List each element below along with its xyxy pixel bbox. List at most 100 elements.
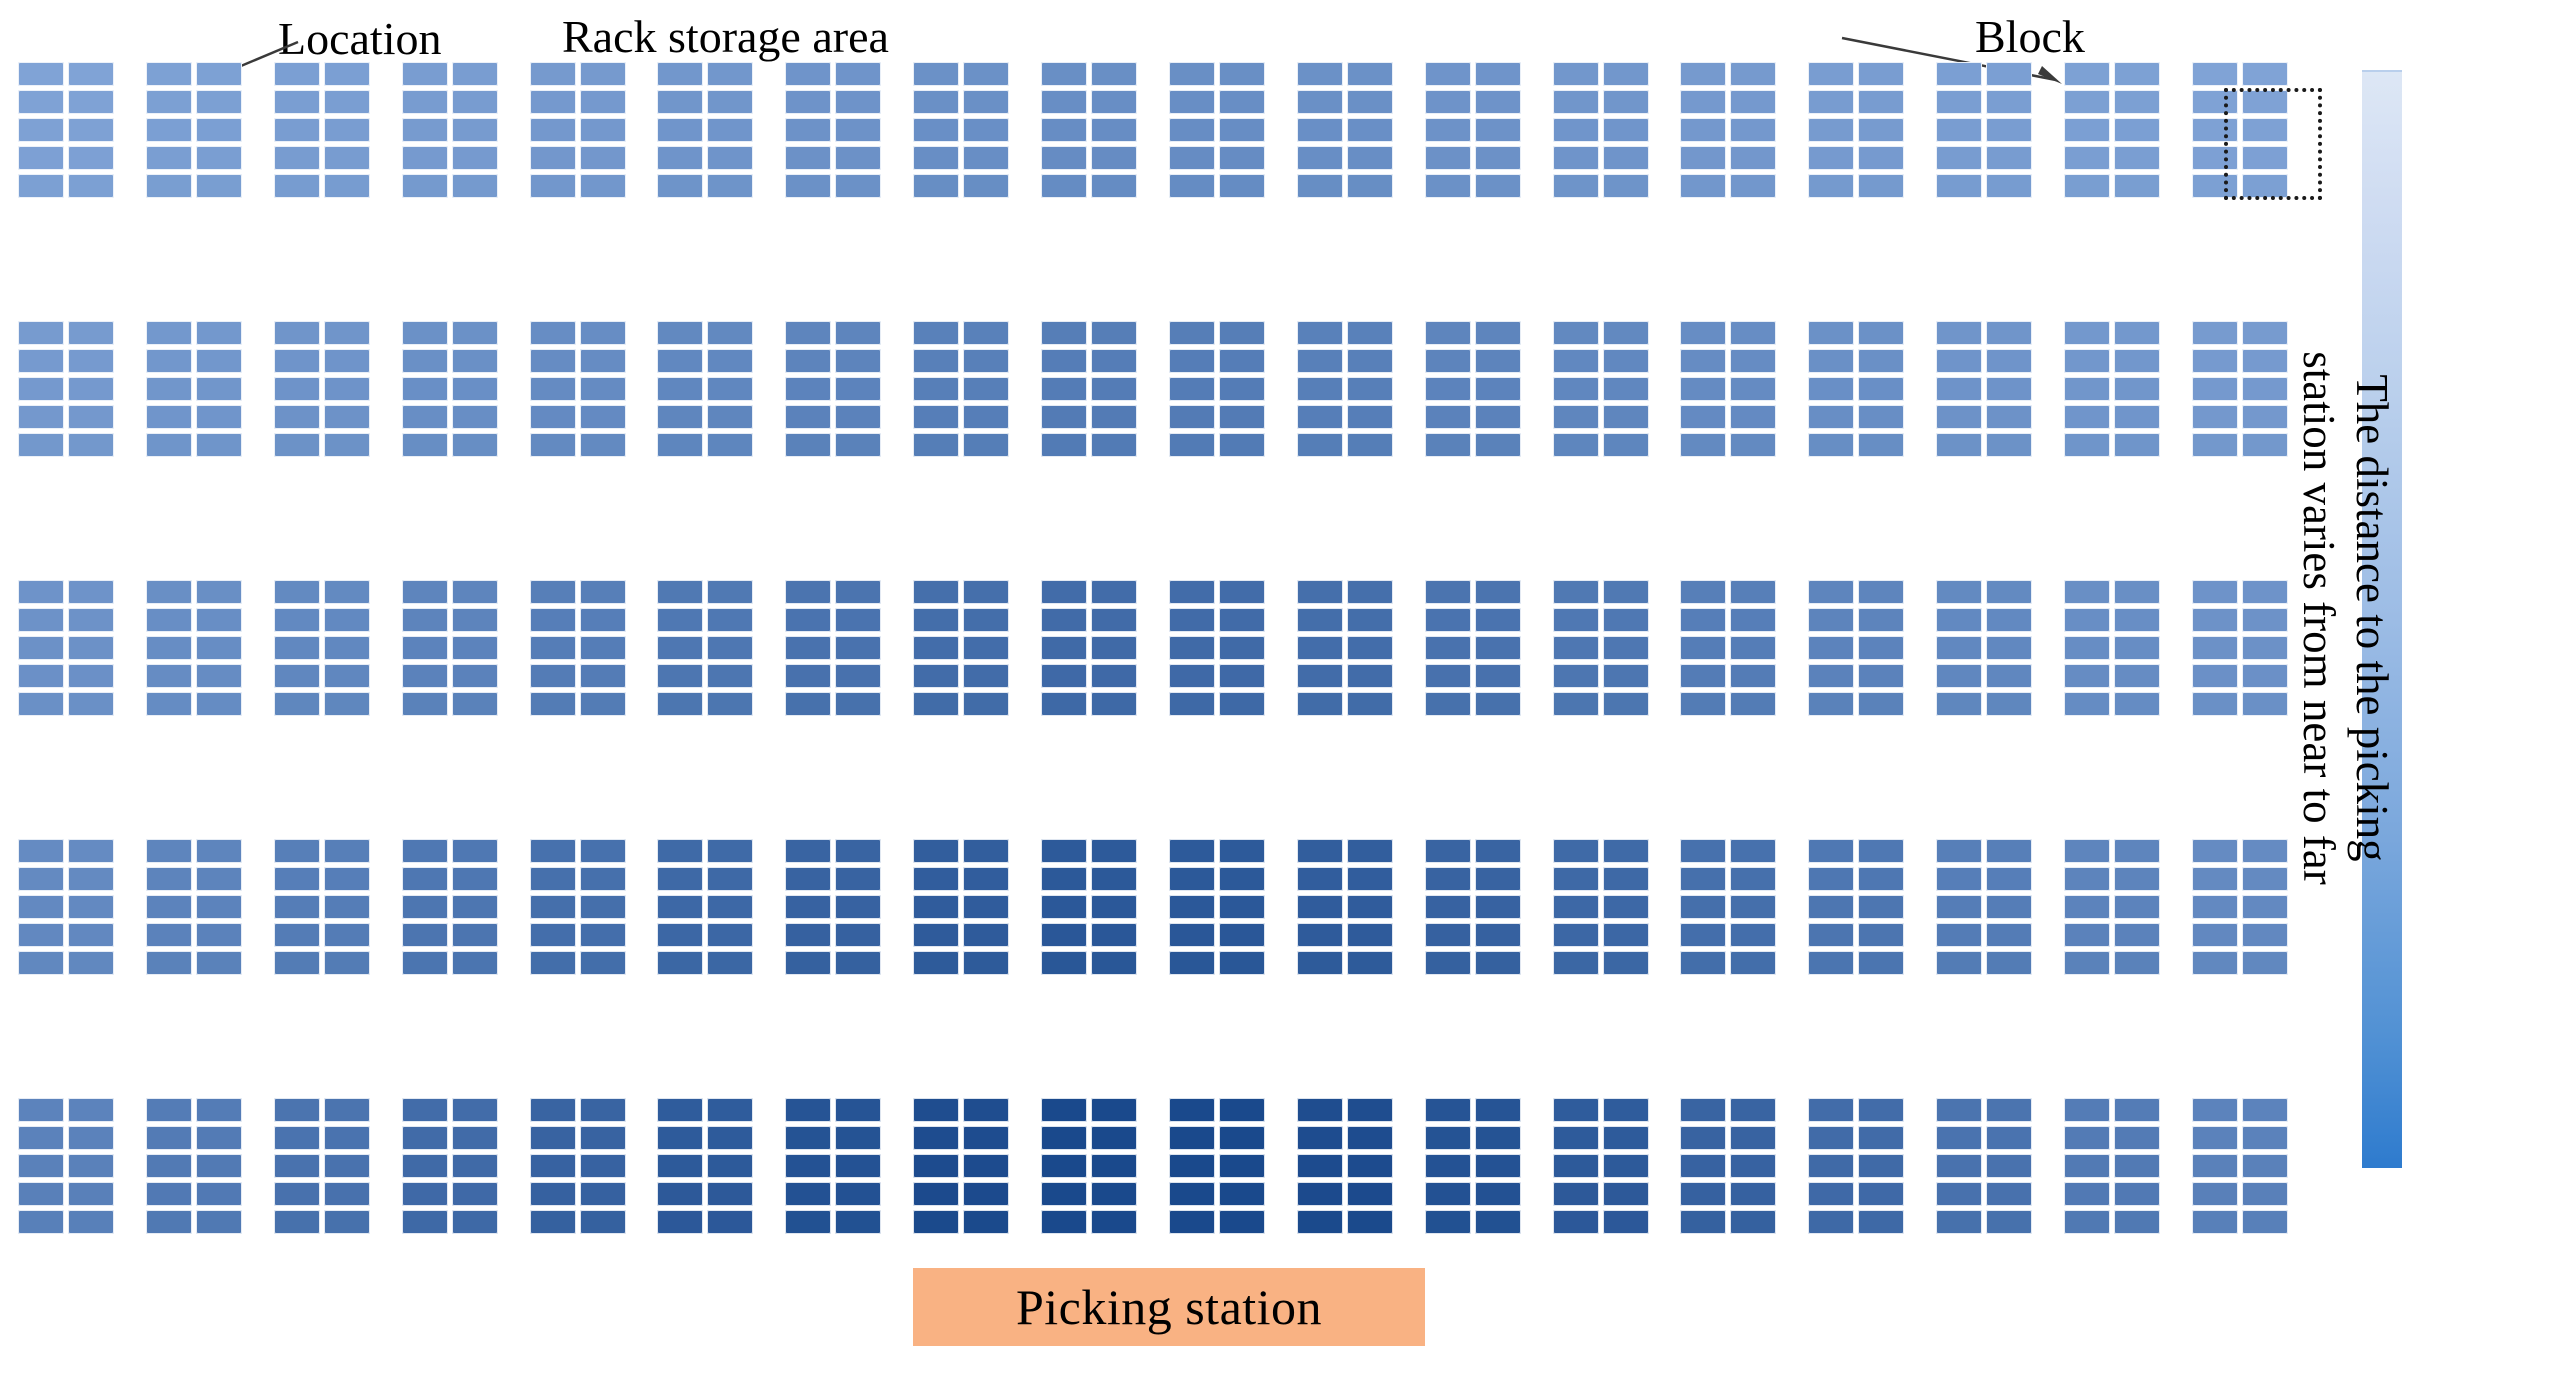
storage-location-cell: [1552, 174, 1599, 198]
storage-location-cell: [1680, 62, 1727, 86]
storage-location-cell: [18, 692, 64, 716]
storage-location-cell: [1218, 923, 1265, 947]
storage-location-cell: [1346, 923, 1393, 947]
storage-location-cell: [579, 664, 626, 688]
storage-location-cell: [657, 608, 704, 632]
storage-location-cell: [1858, 405, 1905, 429]
storage-location-cell: [1296, 377, 1343, 401]
storage-location-cell: [913, 62, 960, 86]
storage-location-cell: [707, 118, 754, 142]
block-label: Block: [1975, 11, 2085, 62]
storage-location-cell: [451, 405, 498, 429]
rack-block: [1424, 580, 1521, 716]
storage-location-cell: [579, 377, 626, 401]
storage-location-cell: [1936, 174, 1983, 198]
storage-location-cell: [785, 839, 832, 863]
storage-location-cell: [195, 608, 242, 632]
storage-location-cell: [2241, 923, 2288, 947]
storage-location-cell: [1424, 895, 1471, 919]
storage-location-cell: [1936, 951, 1983, 975]
storage-location-cell: [835, 608, 882, 632]
storage-location-cell: [2064, 433, 2110, 457]
storage-location-cell: [1474, 90, 1521, 114]
storage-location-cell: [68, 90, 114, 114]
storage-location-cell: [785, 321, 832, 345]
storage-location-cell: [323, 664, 370, 688]
storage-location-cell: [1218, 174, 1265, 198]
storage-location-cell: [1986, 1182, 2033, 1206]
storage-location-cell: [835, 118, 882, 142]
storage-location-cell: [1680, 349, 1727, 373]
storage-location-cell: [785, 923, 832, 947]
storage-location-cell: [323, 951, 370, 975]
storage-location-cell: [529, 692, 576, 716]
rack-block: [1168, 321, 1265, 457]
storage-location-cell: [145, 608, 192, 632]
storage-location-cell: [195, 664, 242, 688]
colorbar-caption-line2: station varies from near to far: [2293, 351, 2344, 885]
rack-block: [657, 62, 754, 198]
storage-location-cell: [1602, 923, 1649, 947]
storage-location-cell: [1986, 349, 2033, 373]
rack-block: [657, 839, 754, 975]
storage-location-cell: [1091, 692, 1137, 716]
storage-location-cell: [835, 1098, 882, 1122]
storage-location-cell: [1091, 1098, 1137, 1122]
storage-location-cell: [2064, 349, 2110, 373]
rack-block: [401, 62, 498, 198]
distance-colorbar: [2362, 70, 2402, 1168]
storage-location-cell: [1936, 692, 1983, 716]
storage-location-cell: [1858, 664, 1905, 688]
storage-location-cell: [1218, 433, 1265, 457]
storage-location-cell: [913, 349, 960, 373]
storage-location-cell: [1346, 405, 1393, 429]
storage-location-cell: [145, 90, 192, 114]
rack-block: [18, 839, 114, 975]
storage-location-cell: [2241, 692, 2288, 716]
storage-location-cell: [1424, 923, 1471, 947]
rack-block: [2191, 580, 2288, 716]
storage-location-cell: [785, 174, 832, 198]
storage-location-cell: [707, 146, 754, 170]
storage-location-cell: [1858, 377, 1905, 401]
storage-location-cell: [1168, 62, 1215, 86]
storage-location-cell: [1730, 349, 1777, 373]
storage-location-cell: [1602, 839, 1649, 863]
storage-location-cell: [323, 118, 370, 142]
storage-location-cell: [1808, 1154, 1855, 1178]
rack-block: [785, 1098, 882, 1234]
storage-location-cell: [2064, 118, 2110, 142]
storage-location-cell: [1474, 146, 1521, 170]
storage-location-cell: [1041, 1182, 1087, 1206]
storage-location-cell: [2241, 62, 2288, 86]
storage-location-cell: [1680, 608, 1727, 632]
storage-location-cell: [1091, 62, 1137, 86]
storage-location-cell: [529, 608, 576, 632]
storage-location-cell: [707, 1182, 754, 1206]
storage-location-cell: [657, 839, 704, 863]
storage-location-cell: [1680, 692, 1727, 716]
storage-location-cell: [195, 433, 242, 457]
storage-location-cell: [451, 146, 498, 170]
storage-location-cell: [1602, 433, 1649, 457]
rack-block: [1168, 580, 1265, 716]
storage-location-cell: [1168, 1154, 1215, 1178]
storage-location-cell: [68, 433, 114, 457]
storage-location-cell: [1730, 867, 1777, 891]
storage-location-cell: [451, 377, 498, 401]
storage-location-cell: [1602, 405, 1649, 429]
storage-location-cell: [273, 433, 320, 457]
storage-location-cell: [1091, 1126, 1137, 1150]
storage-location-cell: [1424, 1126, 1471, 1150]
storage-location-cell: [1091, 90, 1137, 114]
rack-block: [1552, 1098, 1649, 1234]
storage-location-cell: [963, 1098, 1010, 1122]
rack-block: [1808, 321, 1905, 457]
storage-location-cell: [273, 174, 320, 198]
storage-location-cell: [18, 1126, 64, 1150]
storage-location-cell: [2241, 580, 2288, 604]
rack-block: [2064, 62, 2160, 198]
page-title: Rack storage area: [562, 11, 889, 62]
storage-location-cell: [2241, 636, 2288, 660]
storage-location-cell: [707, 349, 754, 373]
